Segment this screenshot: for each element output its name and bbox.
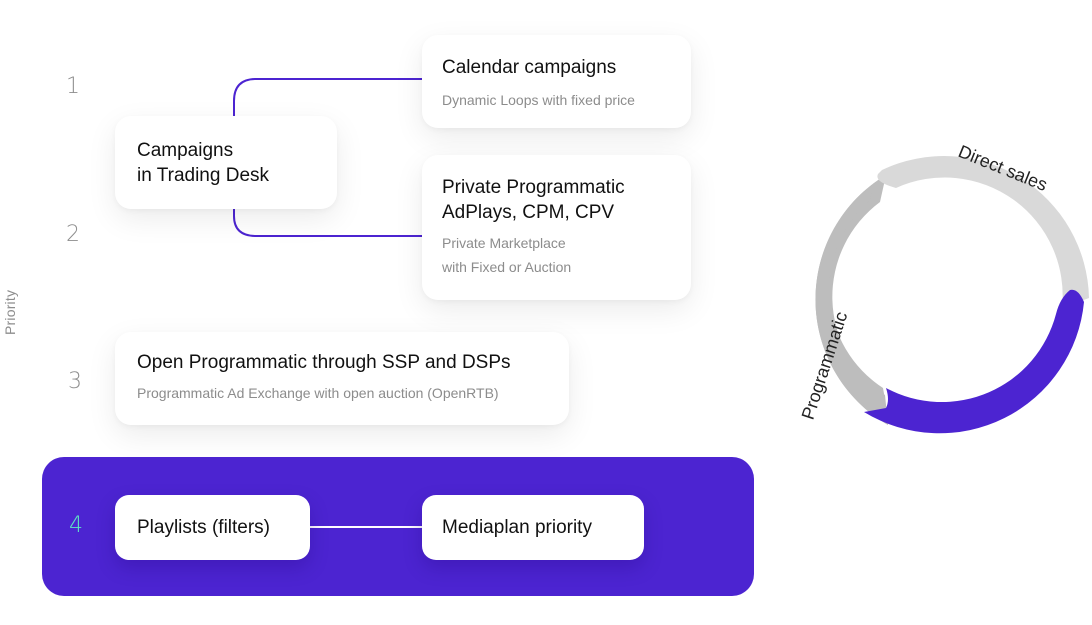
- trading-desk-connector: [233, 78, 424, 237]
- calendar-campaigns-subtitle: Dynamic Loops with fixed price: [442, 92, 635, 108]
- connector-to-calendar: [233, 78, 424, 116]
- playlists-card[interactable]: Playlists (filters): [115, 495, 310, 560]
- private-programmatic-title-line2: AdPlays, CPM, CPV: [442, 202, 615, 223]
- ring-segment-direct-sales[interactable]: [877, 156, 1089, 308]
- private-programmatic-subtitle-line1: Private Marketplace: [442, 235, 566, 251]
- priority-axis-label: Priority: [2, 275, 26, 335]
- connector-to-private: [233, 206, 424, 237]
- ring-segment-your-content[interactable]: [864, 289, 1084, 434]
- private-programmatic-card[interactable]: Private Programmatic AdPlays, CPM, CPV P…: [422, 155, 691, 300]
- open-programmatic-subtitle: Programmatic Ad Exchange with open aucti…: [137, 385, 499, 401]
- calendar-campaigns-card[interactable]: Calendar campaigns Dynamic Loops with fi…: [422, 35, 691, 128]
- trading-desk-title-line2: in Trading Desk: [137, 165, 270, 186]
- open-programmatic-card[interactable]: Open Programmatic through SSP and DSPs P…: [115, 332, 569, 425]
- private-programmatic-title-line1: Private Programmatic: [442, 177, 625, 198]
- sales-ring-diagram: Direct sales Your content Programmatic: [798, 141, 1089, 450]
- calendar-campaigns-title: Calendar campaigns: [442, 57, 617, 78]
- priority-level-3: 3: [68, 369, 82, 394]
- playlists-title: Playlists (filters): [137, 516, 271, 538]
- priority-level-1: 1: [66, 74, 80, 99]
- trading-desk-card[interactable]: Campaigns in Trading Desk: [115, 116, 337, 209]
- priority-level-2: 2: [66, 222, 80, 247]
- mediaplan-title: Mediaplan priority: [442, 516, 592, 538]
- private-programmatic-subtitle-line2: with Fixed or Auction: [442, 259, 572, 275]
- mediaplan-card[interactable]: Mediaplan priority: [422, 495, 644, 560]
- trading-desk-title-line1: Campaigns: [137, 140, 234, 161]
- priority-level-4: 4: [69, 513, 83, 538]
- priority-axis-text: Priority: [2, 289, 18, 335]
- open-programmatic-title: Open Programmatic through SSP and DSPs: [137, 352, 511, 373]
- playlists-mediaplan-connector: [308, 526, 424, 528]
